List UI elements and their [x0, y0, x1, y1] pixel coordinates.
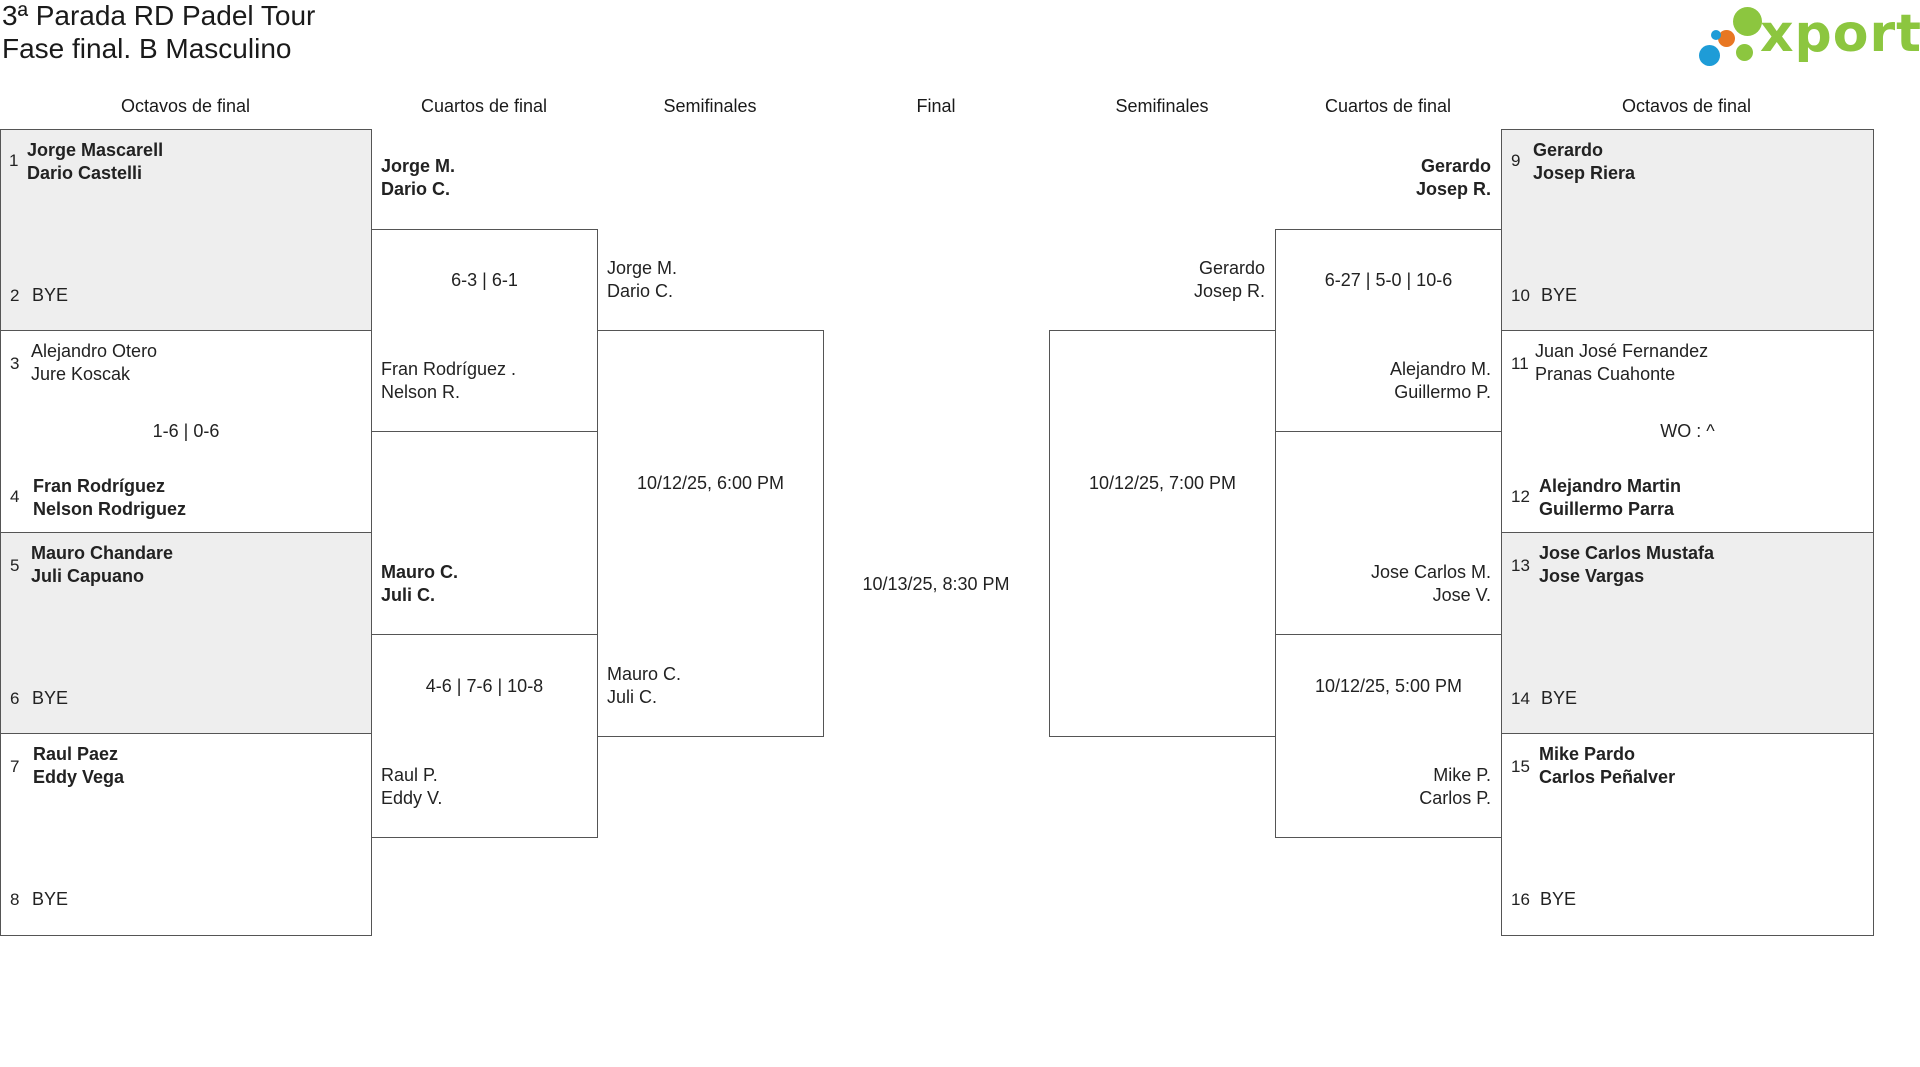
- match-date: 10/12/25, 5:00 PM: [1314, 676, 1463, 696]
- seed-number: 2: [10, 286, 20, 305]
- team-player: Jose Vargas: [1539, 566, 1645, 586]
- page-subtitle: Fase final. B Masculino: [2, 33, 292, 64]
- team-player: Guillermo Parra: [1539, 499, 1675, 519]
- team-player: Mike P.: [1433, 765, 1491, 785]
- team-player: Dario C.: [381, 179, 451, 199]
- seed-number: 12: [1511, 487, 1530, 506]
- team-player: Mauro Chandare: [31, 543, 174, 563]
- bye-label: BYE: [1541, 285, 1578, 305]
- header-sf-left: Semifinales: [663, 96, 757, 116]
- team-player: Jorge M.: [381, 156, 456, 176]
- logo-dot-small-blue: [1711, 30, 1721, 40]
- match-date: 10/12/25, 7:00 PM: [1088, 473, 1237, 493]
- match-score: 4-6 | 7-6 | 10-8: [425, 676, 544, 696]
- team-player: Nelson Rodriguez: [33, 499, 187, 519]
- header-r16-left: Octavos de final: [120, 96, 251, 116]
- final-date: 10/13/25, 8:30 PM: [862, 574, 1010, 594]
- match-date: 10/12/25, 6:00 PM: [636, 473, 785, 493]
- team-player: Juli Capuano: [31, 566, 145, 586]
- header-qf-left: Cuartos de final: [420, 96, 548, 116]
- match-score: 1-6 | 0-6: [152, 421, 220, 441]
- header-r16-right: Octavos de final: [1621, 96, 1752, 116]
- team-player: Gerardo: [1420, 156, 1491, 176]
- team-player: Josep Riera: [1533, 163, 1636, 183]
- bye-label: BYE: [1540, 889, 1577, 909]
- team-player: Jorge M.: [607, 258, 678, 278]
- team-player: Alejandro Martin: [1539, 476, 1682, 496]
- seed-number: 9: [1511, 151, 1521, 170]
- team-player: Gerardo: [1533, 140, 1604, 160]
- header-final: Final: [916, 96, 956, 116]
- team-player: Josep R.: [1415, 179, 1491, 199]
- seed-number: 11: [1511, 354, 1529, 373]
- match-score: 6-3 | 6-1: [451, 270, 518, 290]
- match-result: WO : ^: [1660, 421, 1715, 441]
- seed-number: 15: [1511, 757, 1530, 776]
- team-player: Raul P.: [381, 765, 438, 785]
- match-box-r16-r4: [1501, 733, 1874, 936]
- team-player: Jose Carlos Mustafa: [1539, 543, 1715, 563]
- logo-dot-green: [1733, 7, 1762, 36]
- xporty-logo: xporty: [1694, 2, 1920, 68]
- team-player: Mauro C.: [381, 562, 459, 582]
- team-player: Raul Paez: [33, 744, 119, 764]
- team-player: Jorge Mascarell: [27, 140, 164, 160]
- page-title: 3ª Parada RD Padel Tour: [2, 0, 316, 31]
- team-player: Fran Rodríguez: [33, 476, 166, 496]
- seed-number: 6: [10, 689, 20, 708]
- match-box-r16-r1: [1501, 129, 1874, 331]
- seed-number: 5: [10, 556, 20, 575]
- team-player: Nelson R.: [381, 382, 461, 402]
- seed-number: 10: [1511, 286, 1530, 305]
- team-player: Josep R.: [1193, 281, 1265, 301]
- match-box-r16-r3: [1501, 532, 1874, 734]
- team-player: Jose Carlos M.: [1370, 562, 1491, 582]
- team-player: Alejandro Otero: [31, 341, 158, 361]
- logo-dot-small-green: [1736, 44, 1753, 61]
- team-player: Gerardo: [1198, 258, 1265, 278]
- seed-number: 13: [1511, 556, 1530, 575]
- seed-number: 14: [1511, 689, 1530, 708]
- header-qf-right: Cuartos de final: [1324, 96, 1452, 116]
- team-player: Carlos Peñalver: [1539, 767, 1676, 787]
- team-player: Guillermo P.: [1394, 382, 1491, 402]
- team-player: Dario C.: [607, 281, 674, 301]
- team-player: Mike Pardo: [1539, 744, 1636, 764]
- seed-number: 4: [10, 487, 20, 506]
- team-player: Eddy Vega: [33, 767, 125, 787]
- team-player: Juli C.: [607, 687, 658, 707]
- team-player: Juli C.: [381, 585, 436, 605]
- seed-number: 3: [10, 354, 20, 373]
- team-player: Pranas Cuahonte: [1535, 364, 1676, 384]
- bye-label: BYE: [1541, 688, 1578, 708]
- bye-label: BYE: [32, 688, 69, 708]
- logo-dot-orange: [1718, 30, 1735, 47]
- header-sf-right: Semifinales: [1115, 96, 1209, 116]
- team-player: Jose V.: [1432, 585, 1491, 605]
- team-player: Dario Castelli: [27, 163, 143, 183]
- team-player: Jure Koscak: [31, 364, 131, 384]
- match-score: 6-27 | 5-0 | 10-6: [1324, 270, 1453, 290]
- logo-dot-blue: [1699, 45, 1720, 66]
- match-box-sf-right: [1049, 330, 1276, 737]
- seed-number: 8: [10, 890, 20, 909]
- team-player: Mauro C.: [607, 664, 682, 684]
- team-player: Carlos P.: [1419, 788, 1491, 808]
- seed-number: 1: [9, 151, 19, 170]
- team-player: Fran Rodríguez .: [381, 359, 517, 379]
- bye-label: BYE: [32, 889, 69, 909]
- seed-number: 7: [10, 757, 20, 776]
- logo-text: xporty: [1760, 4, 1920, 64]
- team-player: Eddy V.: [381, 788, 443, 808]
- match-box-sf-left: [597, 330, 824, 737]
- team-player: Juan José Fernandez: [1535, 341, 1709, 361]
- seed-number: 16: [1511, 890, 1530, 909]
- bye-label: BYE: [32, 285, 69, 305]
- team-player: Alejandro M.: [1389, 359, 1491, 379]
